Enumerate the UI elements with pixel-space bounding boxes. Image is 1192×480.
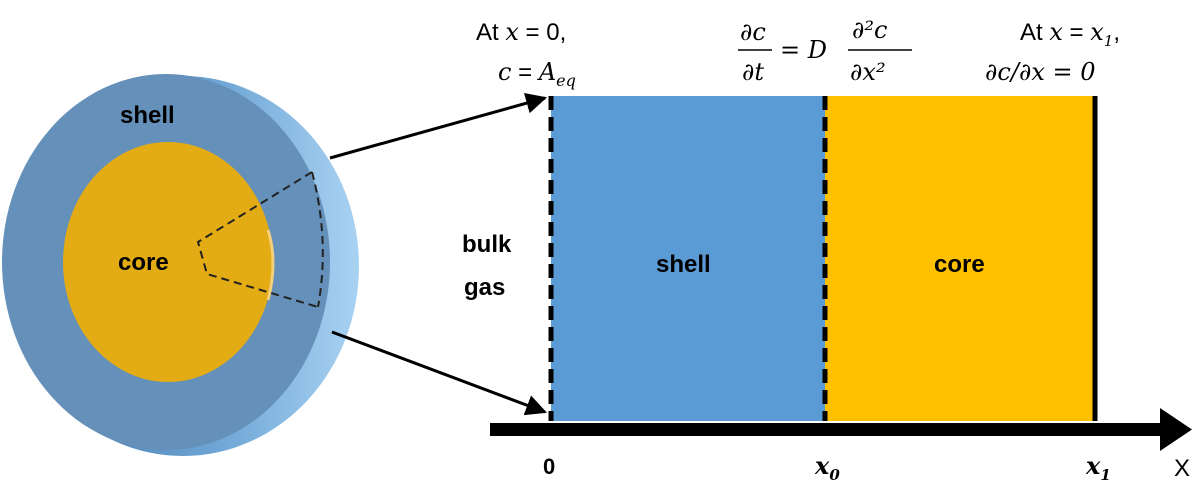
left-bc-line1: At x = 0, [476, 18, 566, 46]
right-bc-at: At [1020, 19, 1049, 46]
left-bc-eq0: = 0, [519, 19, 566, 46]
left-boundary-condition: At x = 0, c = Aeq [476, 18, 576, 90]
particle-illustration: shell core [2, 74, 359, 456]
slab-diagram: bulk gas shell core [462, 96, 1098, 421]
x-axis-label-zero: 0 [543, 454, 555, 479]
particle-wedge-arc [311, 171, 324, 308]
right-bc-line1: At x = x1, [1020, 18, 1120, 50]
slab-core-label: core [934, 251, 985, 278]
particle-shell-label: shell [120, 102, 175, 129]
particle-core-highlight [266, 229, 275, 301]
right-bc-equals: = [1063, 19, 1090, 46]
right-bc-sub: 1 [1104, 32, 1114, 50]
left-bc-A: A [537, 58, 556, 86]
x0-sub: 0 [829, 466, 840, 480]
left-bc-x: x [505, 18, 519, 46]
zoom-arrow-top [329, 92, 548, 160]
slab-shell-label: shell [656, 251, 711, 278]
left-bc-line2: c = Aeq [498, 58, 576, 90]
x0-main: x [814, 451, 830, 480]
pde-num-left: ∂c [740, 18, 766, 46]
bulk-gas-label-line2: gas [464, 274, 505, 301]
pde-num-right: ∂²c [852, 16, 887, 44]
x-axis-line [490, 423, 1162, 436]
x-axis-label-x0: x0 [814, 451, 840, 480]
pde-den-left: ∂t [742, 58, 764, 86]
pde-den-right: ∂x² [850, 58, 886, 86]
left-bc-equals: = [511, 59, 538, 86]
x1-sub: 1 [1100, 466, 1110, 480]
zoom-arrows [329, 92, 548, 416]
left-bc-sub: eq [556, 71, 576, 90]
particle-wedge [196, 171, 319, 308]
x-axis-arrowhead [1160, 408, 1192, 451]
left-bc-at: At [476, 19, 505, 46]
zoom-arrow-bottom [331, 330, 547, 416]
x-axis-name: X [1174, 455, 1190, 480]
x-axis: 0 x0 x1 X [490, 408, 1192, 480]
slab-core-region [825, 96, 1095, 421]
right-bc-comma: , [1113, 19, 1120, 46]
diffusion-equation: ∂c ∂t = D ∂²c ∂x² [738, 16, 912, 86]
particle-core-label: core [118, 249, 169, 276]
bulk-gas-label-line1: bulk [462, 231, 512, 258]
slab-shell-region [551, 96, 825, 421]
pde-equals: = D [780, 36, 827, 64]
right-bc-x: x [1049, 18, 1063, 46]
x-axis-label-x1: x1 [1085, 451, 1111, 480]
particle-core [63, 142, 273, 382]
right-bc-line2: ∂c/∂x = 0 [985, 58, 1096, 86]
right-boundary-condition: At x = x1, ∂c/∂x = 0 [985, 18, 1120, 86]
left-bc-c: c [498, 58, 511, 86]
right-bc-x1: x [1090, 18, 1104, 46]
x1-main: x [1085, 451, 1101, 480]
